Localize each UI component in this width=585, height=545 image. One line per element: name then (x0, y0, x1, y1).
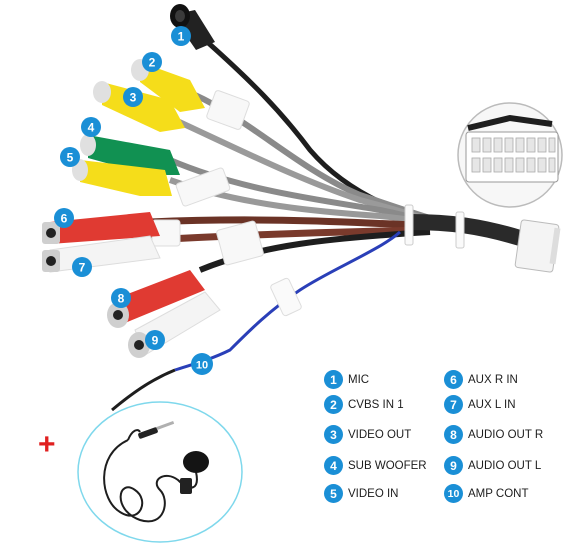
plus-sign: + (38, 428, 56, 461)
legend-item-10: 10 AMP CONT (444, 484, 529, 503)
legend-label: AUDIO OUT R (468, 428, 544, 441)
cable-labels (151, 90, 264, 266)
legend-label: VIDEO IN (348, 487, 399, 500)
legend-label: VIDEO OUT (348, 428, 412, 441)
legend-item-9: 9 AUDIO OUT L (444, 456, 541, 475)
cable-ties (270, 204, 465, 317)
legend-number: 2 (324, 395, 343, 414)
legend-item-4: 4 SUB WOOFER (324, 456, 427, 475)
legend-number: 9 (444, 456, 463, 475)
legend-item-3: 3 VIDEO OUT (324, 425, 411, 444)
legend-label: MIC (348, 373, 370, 386)
legend-number: 5 (324, 484, 343, 503)
rca-jack-audio-out-r (107, 270, 205, 328)
legend-number: 7 (444, 395, 463, 414)
legend-item-1: 1 MIC (324, 370, 369, 389)
rca-plug-subwoofer (80, 134, 180, 175)
legend-number: 6 (444, 370, 463, 389)
legend-label: SUB WOOFER (348, 459, 427, 472)
legend-item-8: 8 AUDIO OUT R (444, 425, 543, 444)
legend-number: 4 (324, 456, 343, 475)
legend-label: CVBS IN 1 (348, 398, 404, 411)
legend-label: AUDIO OUT L (468, 459, 542, 472)
rca-plug-video-out (93, 81, 185, 132)
mic-jack (170, 4, 215, 50)
legend-number: 3 (324, 425, 343, 444)
connector-closeup (457, 102, 563, 208)
legend-item-7: 7 AUX L IN (444, 395, 516, 414)
legend-item-5: 5 VIDEO IN (324, 484, 398, 503)
legend-label: AUX L IN (468, 398, 516, 411)
legend-number: 8 (444, 425, 463, 444)
harness-connector (514, 219, 561, 273)
legend-label: AMP CONT (468, 487, 529, 500)
microphone-inset (77, 401, 243, 543)
rca-jack-aux-r (42, 212, 160, 244)
legend-label: AUX R IN (468, 373, 518, 386)
legend-number: 10 (444, 484, 463, 503)
legend-item-2: 2 CVBS IN 1 (324, 395, 404, 414)
legend-item-6: 6 AUX R IN (444, 370, 518, 389)
legend-number: 1 (324, 370, 343, 389)
